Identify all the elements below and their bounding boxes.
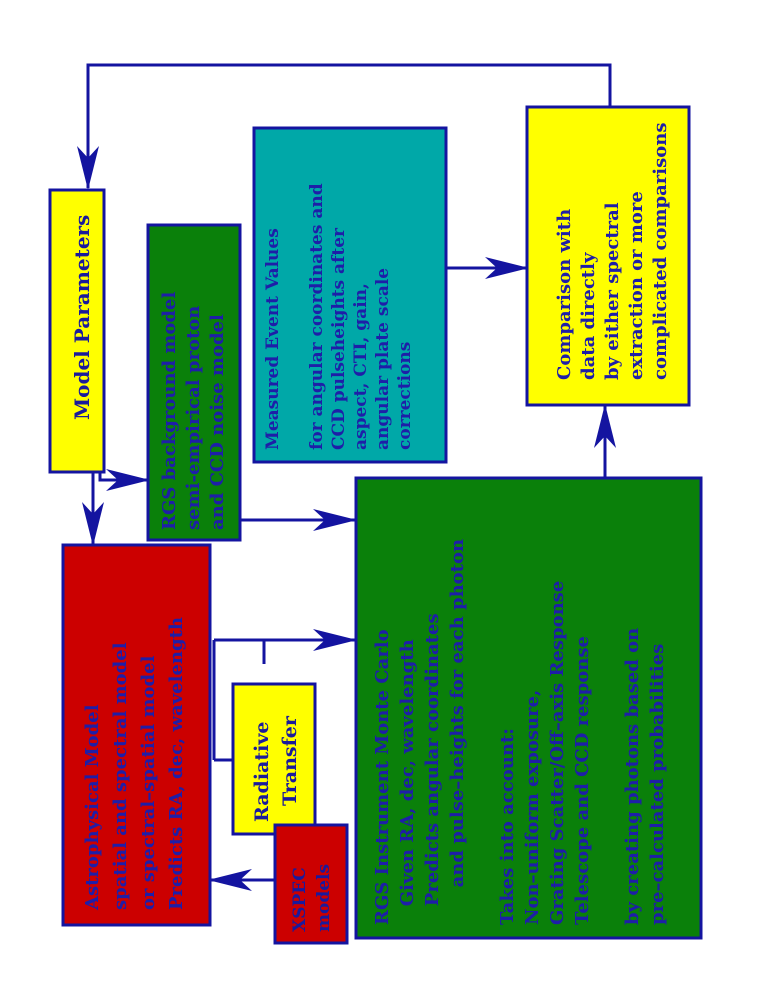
monte-carlo-line: by creating photons based on — [622, 628, 643, 925]
comparison-line: complicated comparisons — [650, 123, 671, 380]
xspec-models-label: XSPEC models — [290, 861, 334, 932]
measured-event-line: Measured Event Values — [263, 228, 283, 450]
monte-carlo-line: and pulse–heights for each photon — [447, 539, 468, 925]
monte-carlo-label: RGS Instrument Monte Carlo Given RA, dec… — [372, 533, 668, 925]
model-parameters-line: Model Parameters — [70, 215, 94, 420]
background-model-box — [146, 223, 242, 542]
monte-carlo-line: RGS Instrument Monte Carlo — [372, 629, 393, 925]
radiative-transfer-line: Radiative — [251, 722, 273, 822]
measured-event-line: for angular coordinates and — [307, 183, 327, 450]
background-model-label: RGS background model semi-empirical prot… — [159, 285, 228, 530]
background-to-mc-arrow — [238, 509, 357, 540]
measured-event-line: corrections — [395, 342, 415, 450]
astrophysical-model-line: Astrophysical Model — [82, 704, 103, 911]
comparison-label: Comparison with data directly by either … — [554, 123, 671, 380]
comparison-line: by either spectral — [602, 202, 623, 380]
measured-event-box — [252, 126, 448, 464]
model-parameters-label: Model Parameters — [70, 215, 94, 420]
comparison-line: data directly — [578, 252, 599, 380]
monte-carlo-line: Telescope and CCD response — [572, 636, 593, 925]
astrophysical-model-line: Predicts RA, dec, wavelength — [166, 617, 187, 910]
boxes — [48, 105, 703, 945]
astrophysical-model-label: Astrophysical Model spatial and spectral… — [82, 617, 187, 911]
monte-carlo-line: Given RA, dec, wavelength — [397, 639, 418, 925]
labels: Model Parameters RGS background model se… — [70, 123, 671, 932]
comparison-line: extraction or more — [626, 191, 647, 380]
astrophysical-model-line: spatial and spectral model — [110, 642, 131, 910]
astrophysical-model-line: or spectral–spatial model — [138, 655, 159, 910]
monte-carlo-line: Grating Scatter/Off–axis Response — [547, 581, 568, 925]
radiative-transfer-box — [231, 682, 317, 836]
background-model-line: semi-empirical proton — [183, 306, 204, 530]
measured-event-label: Measured Event Values for angular coordi… — [263, 177, 415, 450]
xspec-models-box — [273, 823, 349, 945]
measured-event-line: angular plate scale — [373, 268, 393, 450]
radiative-transfer-line: Transfer — [279, 715, 301, 806]
background-model-line: and CCD noise model — [207, 314, 228, 530]
measured-event-line: aspect, CTI, gain, — [351, 283, 371, 450]
comparison-line: Comparison with — [554, 209, 575, 380]
monte-carlo-line: Takes into account: — [497, 728, 518, 925]
comparison-box — [525, 105, 691, 407]
astrophysical-model-box — [61, 543, 212, 927]
monte-carlo-line: pre–calculated probabilities — [647, 644, 668, 925]
monte-carlo-line: Predicts angular coordinates — [422, 613, 443, 925]
params-to-background-arrow — [98, 469, 150, 491]
monte-carlo-line: Non–uniform exposure, — [522, 690, 543, 925]
background-model-line: RGS background model — [159, 292, 180, 530]
monte-carlo-box — [354, 476, 703, 940]
radiative-transfer-label: Radiative Transfer — [251, 715, 301, 822]
xspec-models-line: XSPEC — [290, 867, 310, 932]
xspec-models-line: models — [314, 864, 334, 932]
model-parameters-box — [48, 188, 106, 474]
feedback-loop-line — [77, 63, 612, 190]
measured-event-line: CCD pulseheights after — [329, 227, 349, 450]
